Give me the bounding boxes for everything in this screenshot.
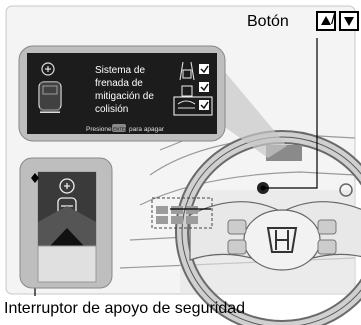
footer-button: ENTER: [113, 127, 129, 132]
display-footer: Presione ENTER para apagar: [86, 124, 165, 133]
display-line-1: Sistema de: [95, 65, 145, 76]
checkbox-checked-icon: [199, 64, 209, 110]
steering-wheel: [175, 130, 361, 325]
footer-before: Presione: [86, 126, 112, 133]
display-line-4: colisión: [95, 104, 128, 115]
footer-after: para apagar: [129, 126, 165, 133]
switch-area-outline: [151, 197, 213, 229]
dash-switches: [156, 206, 198, 224]
button-separator: /: [331, 11, 336, 28]
display-callout-wedge: [215, 60, 287, 158]
switch-callout-label: Interruptor de apoyo de seguridad: [4, 300, 246, 317]
system-icons: [177, 61, 196, 109]
switch-leader-marker: [31, 173, 39, 183]
triangle-down-icon: [339, 11, 359, 31]
display-line-2: frenada de: [95, 78, 143, 89]
display-text: Sistema de frenada de mitigación de coli…: [95, 65, 154, 115]
display-line-3: mitigación de: [95, 91, 154, 102]
triangle-up-icon: [316, 11, 336, 31]
button-callout-label: Botón: [247, 13, 289, 30]
